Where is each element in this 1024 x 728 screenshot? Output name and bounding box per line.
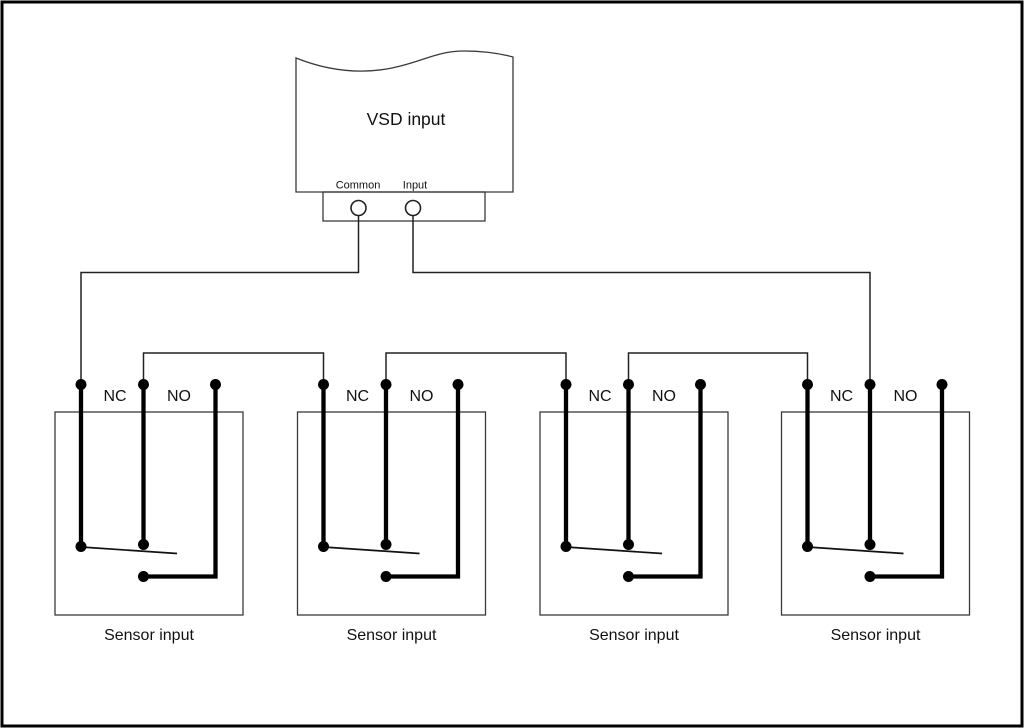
vsd-unit-box [295, 50, 514, 193]
input-terminal-label: Input [403, 180, 427, 192]
no-wire-line [143, 384, 218, 579]
switch-blade-line [323, 546, 420, 555]
no-label: NO [167, 388, 191, 405]
nc-terminal-dot [380, 379, 392, 390]
daisy-chain-wire-3 [627, 352, 809, 385]
nc-terminal-dot [623, 379, 634, 390]
sensor-unit-4: NC NO Sensor input [780, 379, 971, 644]
nc-contact-dot [380, 539, 392, 550]
common-wire [80, 215, 360, 385]
daisy-chain-wire-1 [142, 352, 325, 385]
nc-contact-dot [138, 539, 149, 550]
input-terminal-circle [404, 199, 422, 217]
switch-blade-line [80, 546, 178, 555]
switch-blade-line [807, 546, 904, 555]
nc-label: NC [830, 388, 853, 405]
common-terminal-label: Common [336, 180, 381, 192]
pole-terminal-dot [318, 379, 329, 390]
vsd-unit-label: VSD input [367, 109, 446, 129]
nc-terminal-dot [864, 379, 876, 390]
nc-contact-dot [623, 539, 634, 550]
no-label: NO [410, 388, 434, 405]
no-terminal-dot [695, 379, 706, 390]
sensor-unit-2: NC NO Sensor input [296, 379, 487, 644]
pole-terminal-dot [75, 379, 87, 390]
pole-terminal-dot [560, 379, 572, 390]
no-contact-dot [138, 571, 149, 582]
sensor-unit-1: NC NO Sensor input [54, 379, 244, 644]
no-terminal-dot [210, 379, 221, 390]
no-label: NO [652, 388, 676, 405]
sensor-box-outline [539, 411, 729, 616]
input-wire [412, 215, 871, 385]
no-label: NO [894, 388, 918, 405]
no-contact-dot [380, 571, 392, 582]
switch-blade-line [565, 546, 663, 555]
daisy-chain-wire-2 [385, 352, 567, 385]
no-contact-dot [864, 571, 876, 582]
no-wire-line [386, 384, 461, 579]
no-terminal-dot [452, 379, 464, 390]
sensor-label: Sensor input [831, 627, 921, 644]
no-terminal-dot [936, 379, 948, 390]
sensor-unit-3: NC NO Sensor input [539, 379, 729, 644]
nc-label: NC [346, 388, 369, 405]
sensor-label: Sensor input [104, 627, 194, 644]
pivot-dot [802, 541, 813, 552]
pivot-dot [560, 541, 572, 552]
nc-contact-dot [864, 539, 876, 550]
no-wire-line [628, 384, 703, 579]
sensor-box-outline [780, 411, 971, 616]
no-wire-line [870, 384, 945, 579]
nc-label: NC [103, 388, 126, 405]
sensor-box-outline [296, 411, 487, 616]
no-contact-dot [623, 571, 634, 582]
nc-label: NC [588, 388, 611, 405]
sensor-box-outline [54, 411, 244, 616]
sensor-label: Sensor input [347, 627, 437, 644]
sensor-label: Sensor input [589, 627, 679, 644]
pole-terminal-dot [802, 379, 813, 390]
terminal-strip [322, 191, 486, 222]
pivot-dot [75, 541, 87, 552]
vsd-unit: VSD input Common Input [295, 50, 514, 222]
common-terminal-circle [350, 199, 367, 217]
nc-terminal-dot [138, 379, 149, 390]
pivot-dot [318, 541, 329, 552]
